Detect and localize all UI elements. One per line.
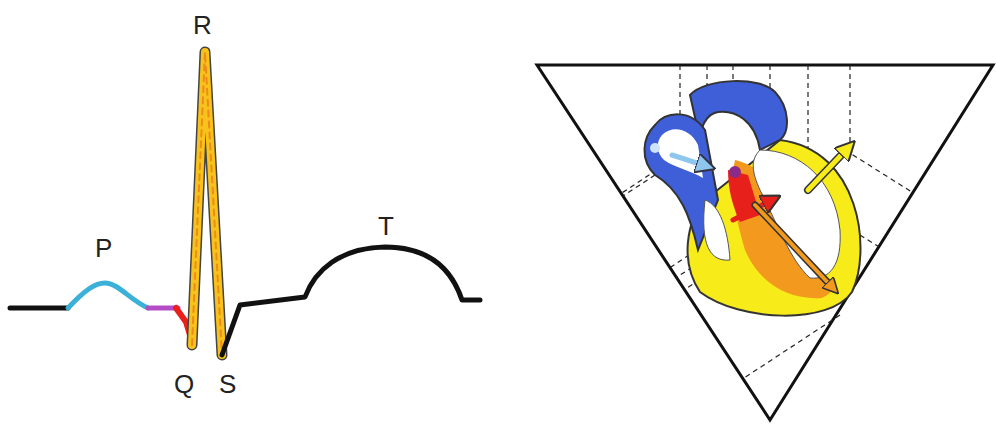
einthoven-triangle xyxy=(537,65,993,420)
wave-label: R xyxy=(193,12,212,38)
heart xyxy=(644,81,860,316)
wave-label: T xyxy=(378,213,394,239)
vector-arrows xyxy=(672,148,848,288)
wave-label: S xyxy=(219,371,236,397)
projection-lines xyxy=(621,65,913,379)
wave-label: Q xyxy=(174,371,194,397)
ecg-trace xyxy=(10,52,480,355)
wave-label: P xyxy=(95,235,112,261)
